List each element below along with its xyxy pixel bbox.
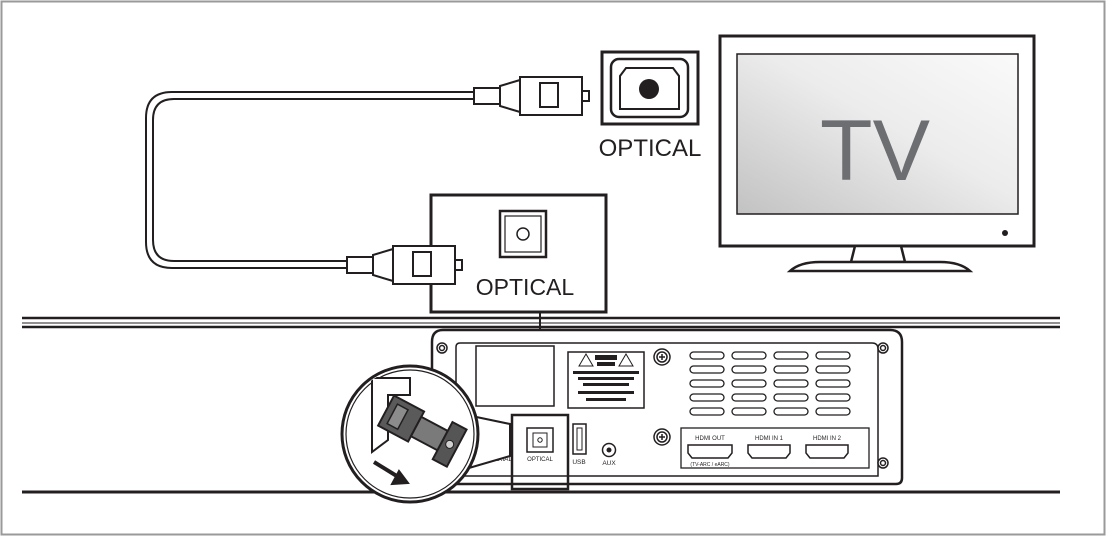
soundbar-callout-label: OPTICAL (476, 274, 575, 300)
tv-power-led (1002, 230, 1008, 236)
hdmi-out-label: HDMI OUT (695, 436, 725, 442)
tv-stand-base (786, 260, 974, 273)
tv-port-hole (639, 79, 659, 99)
zoomed-plug (376, 394, 468, 469)
hdmi-in2-port (805, 444, 849, 459)
warning-label (567, 351, 645, 409)
cable-path-inner (152, 98, 474, 262)
mount-screw (653, 348, 671, 446)
vent-grille (689, 351, 851, 416)
rear-panel: HDMI OUT (TV-ARC / eARC) HDMI IN 1 HDMI … (430, 328, 904, 486)
soundbar (22, 316, 1060, 494)
panel-optical-label: OPTICAL (527, 457, 553, 463)
tv-screen-label: TV (820, 103, 930, 199)
callout-port-hole (516, 227, 530, 241)
hdmi-ports (687, 444, 849, 459)
tv-stand-neck (849, 244, 907, 264)
tv: TV (718, 34, 1036, 273)
tv-optical-port (600, 50, 700, 126)
panel-screw (436, 342, 889, 469)
hdmi-in2-label: HDMI IN 2 (813, 436, 842, 442)
cable-path-outer (145, 91, 474, 269)
hdmi-out-port (687, 444, 733, 459)
tv-cable-connector (473, 76, 590, 116)
aux-label: AUX (602, 460, 616, 467)
panel-blank-plate (475, 345, 555, 407)
tv-screen (736, 53, 1019, 215)
usb-label: USB (572, 459, 585, 466)
hdmi-in1-port (747, 444, 791, 459)
soundbar-callout-port (498, 209, 548, 259)
soundbar-cable-connector-tip (392, 245, 463, 285)
hdmi-in1-label: HDMI IN 1 (755, 436, 784, 442)
plug-insertion-zoom (340, 364, 511, 504)
optical-highlight-box (510, 413, 570, 491)
hdmi-out-sublabel: (TV-ARC / eARC) (690, 462, 730, 468)
tv-port-label: OPTICAL (599, 135, 702, 162)
optical-cable (145, 91, 474, 269)
insert-arrow-head (390, 469, 410, 486)
